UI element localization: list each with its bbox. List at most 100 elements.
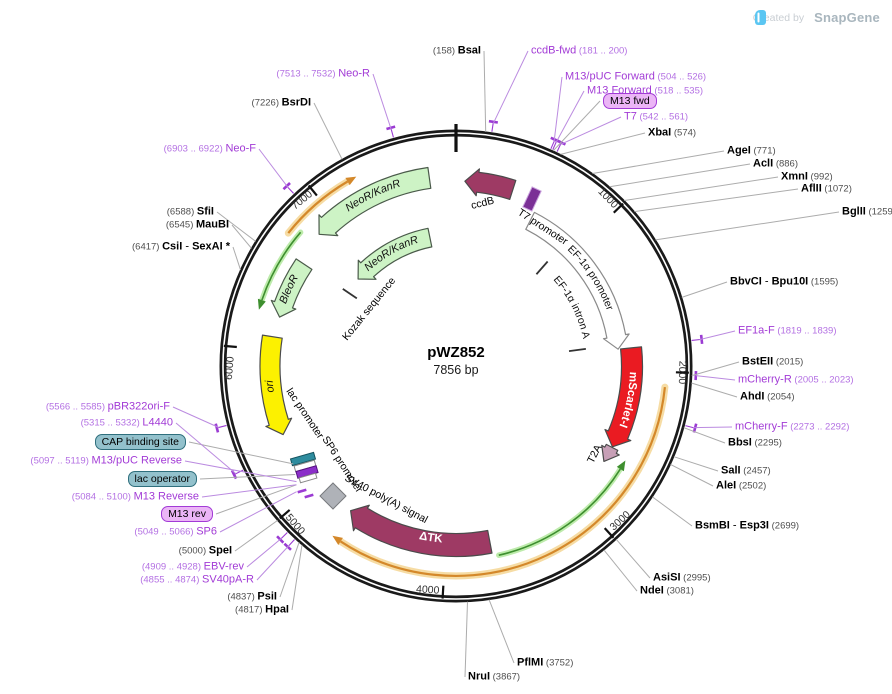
leader-spei [234, 519, 278, 552]
label-part-dash: - [729, 519, 740, 532]
sv40-polya-box[interactable] [319, 482, 347, 510]
label-part-pos: (158) [432, 45, 458, 57]
site-label-lac-operator-chip[interactable]: lac operator [127, 471, 197, 487]
site-label-ndei[interactable]: NdeI (3081) [640, 585, 694, 598]
site-label-bsmbi-esp3i[interactable]: BsmBI - Esp3I (2699) [695, 520, 799, 533]
feature-bleor[interactable] [270, 258, 313, 318]
site-label-m13-reverse[interactable]: (5084 .. 5100) M13 Reverse [72, 491, 199, 504]
leader-xbai [560, 132, 646, 155]
site-label-m13-puc-reverse[interactable]: (5097 .. 5119) M13/pUC Reverse [30, 455, 182, 468]
feature-chip-cap-binding-site-chip[interactable]: CAP binding site [94, 434, 186, 450]
site-label-xbai[interactable]: XbaI (574) [648, 127, 696, 140]
feature-ef1a-promoter[interactable] [525, 211, 630, 350]
feature-ccdb[interactable] [464, 168, 517, 200]
site-label-sali[interactable]: SalI (2457) [721, 465, 771, 478]
site-label-psii[interactable]: (4837) PsiI [227, 591, 277, 604]
site-label-pbr322ori-f[interactable]: (5566 .. 5585) pBR322ori-F [46, 401, 170, 414]
site-label-ebv-rev[interactable]: (4909 .. 4928) EBV-rev [142, 561, 244, 574]
leader-cap-binding-site-chip [188, 441, 294, 465]
site-label-sv40pa-r[interactable]: (4855 .. 4874) SV40pA-R [140, 574, 254, 587]
label-part-pos: (2995) [680, 572, 711, 584]
site-label-maubi[interactable]: (6545) MauBI [166, 219, 229, 232]
site-label-cap-binding-site-chip[interactable]: CAP binding site [94, 434, 186, 450]
feature-dtk[interactable] [350, 504, 493, 558]
leader-bsai [483, 50, 487, 132]
site-label-bsteii[interactable]: BstEII (2015) [742, 356, 803, 369]
leader-sv40pa-r [256, 545, 290, 581]
site-label-neo-r[interactable]: (7513 .. 7532) Neo-R [276, 68, 370, 81]
site-label-pflmi[interactable]: PflMI (3752) [517, 657, 573, 670]
site-label-ahdi[interactable]: AhdI (2054) [740, 391, 795, 404]
label-part-pos: (886) [773, 158, 799, 170]
feature-ori[interactable] [259, 334, 293, 436]
primer-mark [297, 488, 307, 494]
leader-bsrdi [313, 102, 343, 160]
site-label-aflii[interactable]: AflII (1072) [801, 183, 852, 196]
site-label-alei[interactable]: AleI (2502) [716, 480, 766, 493]
site-label-m13-rev-chip[interactable]: M13 rev [161, 506, 213, 522]
site-label-ef1a-f[interactable]: EF1a-F (1819 .. 1839) [738, 325, 836, 338]
site-label-bsai[interactable]: (158) BsaI [433, 45, 481, 58]
m13-rev-box[interactable] [298, 472, 318, 484]
site-label-xmni[interactable]: XmnI (992) [781, 171, 833, 184]
site-label-neo-f[interactable]: (6903 .. 6922) Neo-F [164, 143, 256, 156]
site-label-bbvci-bpu10i[interactable]: BbvCI - Bpu10I (1595) [730, 276, 838, 289]
site-label-csii-sexai[interactable]: (6417) CsiI - SexAI * [132, 241, 230, 254]
label-part-prange: (5049 .. 5066) [134, 526, 197, 538]
leader-hpai [291, 544, 303, 611]
label-part-pos: (771) [750, 145, 776, 157]
leader-lac-operator-chip [199, 474, 296, 480]
label-part-enz: Esp3I [739, 519, 769, 532]
tick-label-2000: 2000 [676, 361, 689, 385]
site-label-acli[interactable]: AclI (886) [753, 158, 798, 171]
primer-mark [304, 493, 314, 499]
label-part-enz: XbaI [648, 126, 672, 139]
label-part-pos: (2015) [773, 356, 804, 368]
label-part-prange: (4909 .. 4928) [141, 561, 204, 573]
site-label-sp6[interactable]: (5049 .. 5066) SP6 [134, 526, 217, 539]
site-label-bsrdi[interactable]: (7226) BsrDI [252, 97, 311, 110]
cap-site-box[interactable] [289, 451, 317, 467]
leader-agei [592, 150, 725, 174]
orange-arc-left[interactable] [287, 180, 349, 234]
site-label-t7-primer[interactable]: T7 (542 .. 561) [624, 111, 688, 124]
site-label-hpai[interactable]: (4817) HpaI [235, 604, 289, 617]
leader-neo-f [258, 148, 289, 188]
label-part-prange: (504 .. 526) [654, 71, 707, 83]
feature-neor-kanr-inner[interactable] [357, 227, 433, 280]
label-part-enz: AsiSI [653, 571, 681, 584]
t7-promoter-box[interactable] [522, 186, 542, 212]
feature-chip-m13-fwd-chip[interactable]: M13 fwd [603, 93, 657, 109]
label-part-pri: EBV-rev [203, 560, 244, 573]
green-arc-right[interactable] [498, 468, 621, 556]
site-label-ccdb-fwd[interactable]: ccdB-fwd (181 .. 200) [531, 45, 627, 58]
label-part-pos: (2502) [736, 480, 767, 492]
site-label-nrui[interactable]: NruI (3867) [468, 671, 520, 684]
leader-csii-sexai [232, 246, 241, 270]
feature-t2a-arrow[interactable] [601, 443, 620, 462]
feature-chip-m13-rev-chip[interactable]: M13 rev [161, 506, 213, 522]
green-arc-left[interactable] [261, 231, 302, 301]
site-label-mcherry-r[interactable]: mCherry-R (2005 .. 2023) [738, 374, 854, 387]
intron-start-tick [535, 260, 549, 275]
site-label-spei[interactable]: (5000) SpeI [179, 545, 232, 558]
site-label-m13-fwd-chip[interactable]: M13 fwd [603, 93, 657, 109]
site-label-mcherry-f[interactable]: mCherry-F (2273 .. 2292) [735, 421, 849, 434]
feature-mscarlet[interactable] [604, 346, 644, 448]
feature-neor-kanr-outer[interactable] [318, 166, 432, 237]
site-label-bglii[interactable]: BglII (1259) [842, 206, 892, 219]
site-label-sfii[interactable]: (6588) SfiI [167, 206, 214, 219]
label-part-pos: (2295) [751, 437, 782, 449]
orange-arc-right[interactable] [339, 386, 666, 578]
site-label-l4440[interactable]: (5315 .. 5332) L4440 [81, 417, 173, 430]
label-part-pri: mCherry-R [738, 373, 792, 386]
site-label-bbsi[interactable]: BbsI (2295) [728, 437, 782, 450]
feature-chip-lac-operator-chip[interactable]: lac operator [127, 471, 197, 487]
site-label-asisi[interactable]: AsiSI (2995) [653, 572, 711, 585]
label-part-pri: Neo-R [338, 67, 370, 80]
site-label-agei[interactable]: AgeI (771) [727, 145, 776, 158]
site-label-m13-puc-forward[interactable]: M13/pUC Forward (504 .. 526) [565, 71, 706, 84]
label-part-pri: EF1a-F [738, 324, 775, 337]
label-part-enz: HpaI [265, 603, 289, 616]
label-part-prange: (7513 .. 7532) [276, 68, 339, 80]
